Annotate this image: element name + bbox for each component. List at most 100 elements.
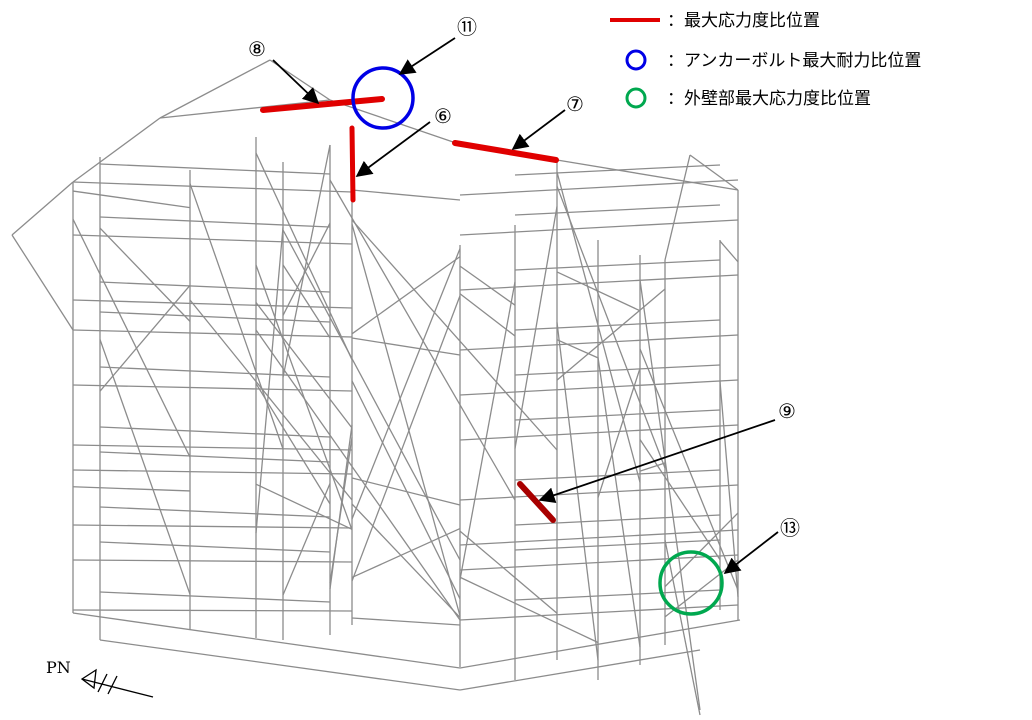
frame-member	[99, 541, 331, 553]
frame-member	[72, 218, 191, 458]
callout-label-11: ⑪	[457, 15, 477, 39]
frame-member	[255, 227, 284, 534]
frame-member	[556, 288, 666, 381]
frame-member	[639, 279, 701, 711]
frame-member	[597, 357, 641, 648]
frame-member	[514, 204, 721, 216]
frame-member	[639, 439, 721, 561]
frame-member	[514, 589, 721, 601]
anchor-bolt-max-marker	[351, 66, 415, 130]
frame-member	[72, 299, 353, 309]
frame-member	[11, 234, 74, 331]
frame-member	[719, 240, 739, 263]
plant-north-symbol: PN	[46, 658, 154, 698]
frame-member	[99, 639, 461, 691]
frame-member	[459, 529, 739, 546]
frame-member	[99, 591, 331, 603]
frame-member	[556, 339, 599, 359]
frame-member	[99, 506, 331, 518]
legend-item-outer-wall: ：外壁部最大応力度比位置	[667, 89, 871, 109]
frame-member	[72, 181, 353, 193]
frame-member	[514, 539, 721, 551]
frame-member	[664, 539, 701, 716]
frame-member	[329, 99, 457, 144]
frame-member	[664, 512, 739, 588]
frame-member	[72, 117, 161, 183]
frame-member	[459, 554, 739, 571]
callout-arrow-8	[272, 59, 320, 105]
frame-member	[459, 649, 701, 691]
frame-member	[597, 368, 641, 498]
frame-member	[255, 483, 353, 530]
outer-wall-max-marker	[658, 550, 724, 616]
frame-member	[351, 256, 461, 335]
frame-member	[189, 299, 353, 501]
max-stress-member-7	[452, 140, 559, 163]
frame-member	[459, 530, 558, 614]
callout-arrow-9	[538, 419, 776, 503]
frame-member	[459, 274, 739, 291]
frame-member	[99, 366, 331, 378]
frame-member	[351, 337, 461, 356]
frame-member	[72, 190, 191, 209]
plant-north-label: PN	[46, 658, 71, 677]
callout-arrow-11	[398, 37, 456, 75]
callout-label-8: ⑧	[248, 37, 266, 61]
frame-member	[255, 302, 353, 429]
callout-label-13: ⑬	[780, 516, 800, 540]
frame-member	[72, 486, 191, 492]
callout-arrow-7	[511, 109, 566, 150]
frame-member	[514, 469, 721, 481]
frame-member	[351, 223, 461, 617]
frame-member	[99, 284, 191, 392]
frame-member	[639, 462, 666, 472]
frame-member	[72, 329, 353, 338]
max-stress-members	[260, 96, 559, 523]
frame-member	[329, 437, 353, 584]
callout-arrow-6	[355, 121, 431, 177]
frame-member	[459, 179, 739, 196]
frame-member	[72, 524, 353, 529]
frame-member	[282, 144, 331, 378]
frame-member	[664, 154, 691, 261]
frame-member	[72, 444, 353, 451]
frame-member	[159, 59, 271, 119]
callout-label-7: ⑦	[566, 92, 584, 116]
frame-member	[72, 609, 353, 612]
frame-wireframe	[11, 59, 741, 716]
frame-member	[189, 183, 284, 450]
frame-member	[351, 248, 461, 520]
frame-member	[556, 159, 739, 191]
frame-member	[72, 559, 353, 563]
callout-arrow-13	[723, 531, 779, 574]
max-stress-member-8	[260, 96, 385, 113]
frame-member	[329, 179, 516, 501]
frame-member	[514, 514, 721, 526]
frame-member	[99, 426, 331, 438]
frame-member	[351, 527, 461, 579]
legend: ：最大応力度比位置 ：アンカーボルト最大耐力比位置 ：外壁部最大応力度比位置	[610, 11, 921, 109]
frame-member	[72, 234, 353, 245]
frame-member	[459, 219, 739, 236]
max-stress-member-6	[349, 125, 356, 203]
frame-member	[514, 259, 721, 271]
frame-member	[459, 281, 516, 580]
frame-member	[556, 186, 666, 469]
frame-member	[72, 469, 353, 475]
frame-member	[11, 181, 74, 236]
frame-member	[459, 424, 739, 441]
frame-member	[282, 222, 331, 316]
frame-member	[351, 617, 461, 626]
frame-member	[459, 334, 739, 351]
frame-member	[255, 152, 353, 360]
frame-member	[72, 384, 353, 392]
frame-member	[255, 329, 461, 621]
frame-member	[72, 612, 461, 669]
frame-member	[514, 319, 721, 331]
frame-member	[459, 265, 516, 306]
frame-member	[639, 348, 739, 591]
callout-label-6: ⑥	[434, 104, 452, 128]
frame-member	[351, 189, 461, 201]
frame-member	[351, 503, 461, 618]
frame-member	[459, 619, 741, 669]
